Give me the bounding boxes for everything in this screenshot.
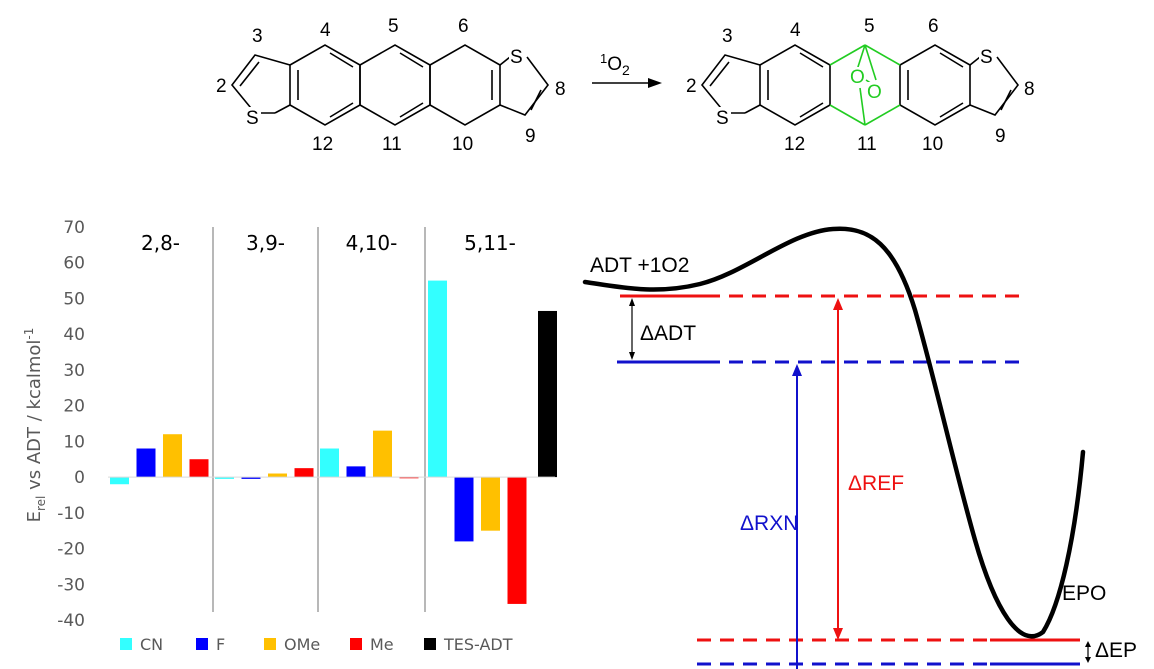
atom-number-left: 12 — [312, 134, 333, 155]
legend-swatch — [264, 638, 276, 650]
sulfur-atom: S — [980, 47, 993, 68]
label-start: ADT +1O2 — [590, 254, 689, 277]
reaction-scheme — [230, 44, 1020, 126]
atom-number-right: 3 — [722, 26, 733, 47]
y-tick-label: -20 — [57, 540, 85, 560]
atom-number-right: 6 — [928, 16, 939, 37]
legend-label: CN — [140, 635, 163, 654]
bar-ome — [163, 434, 182, 478]
bar-me — [399, 477, 419, 479]
scheme-labels: 3 4 5 6 2 8 9 10 11 12 3 4 5 6 2 8 9 10 11 12 S S S S OO 1O2 — [216, 16, 1035, 155]
y-tick-label: 20 — [63, 397, 85, 417]
bar-f — [241, 477, 261, 479]
label-delta-ref: ΔREF — [848, 472, 904, 495]
label-delta-adt: ΔADT — [640, 322, 696, 345]
legend-label: Me — [370, 635, 394, 654]
adt-molecule — [230, 44, 550, 126]
label-epo: EPO — [1062, 582, 1106, 605]
bar-ome — [481, 477, 500, 531]
atom-number-right: 11 — [857, 134, 877, 155]
legend-label: F — [216, 635, 225, 654]
oxygen-atom: O — [850, 67, 865, 88]
bar-cn — [215, 477, 234, 479]
bar-me — [189, 459, 209, 478]
y-tick-label: 30 — [63, 361, 85, 381]
atom-number-left: 8 — [555, 79, 566, 100]
atom-number-left: 6 — [458, 16, 469, 37]
legend-swatch — [350, 638, 362, 650]
atom-number-right: 10 — [922, 134, 943, 155]
label-delta-rxn: ΔRXN — [740, 512, 798, 535]
epo-molecule — [700, 44, 1020, 126]
atom-number-left: 5 — [388, 16, 399, 37]
y-tick-label: 70 — [63, 218, 85, 238]
y-tick-label: 60 — [63, 254, 85, 274]
energy-profile-curve — [582, 226, 1086, 639]
legend-swatch — [120, 638, 132, 650]
atom-number-right: 4 — [790, 20, 801, 41]
atom-number-left: 2 — [216, 76, 227, 97]
label-delta-ep: ΔEP — [1095, 639, 1137, 662]
reagent-label: 1O2 — [600, 51, 630, 78]
bar-f — [454, 477, 474, 542]
atom-number-right: 12 — [784, 134, 805, 155]
y-tick-label: -10 — [57, 504, 85, 524]
y-tick-label: 0 — [74, 468, 85, 488]
atom-number-left: 3 — [252, 26, 263, 47]
atom-number-right: 5 — [864, 16, 875, 37]
atom-number-right: 9 — [995, 126, 1006, 147]
group-label: 2,8- — [141, 231, 180, 255]
legend-swatch — [424, 638, 436, 650]
bar-me — [507, 477, 527, 604]
y-tick-label: -30 — [57, 575, 85, 595]
atom-number-right: 8 — [1024, 79, 1035, 100]
sulfur-atom: S — [246, 108, 259, 129]
group-label: 5,11- — [464, 231, 516, 255]
atom-number-right: 2 — [686, 76, 697, 97]
y-tick-label: -40 — [57, 611, 85, 631]
legend-swatch — [196, 638, 208, 650]
bar-chart: 70 60 50 40 30 20 10 0 -10 -20 -30 -40 2,8- 3,9- 4,10-… — [22, 218, 557, 654]
sulfur-atom: S — [716, 108, 729, 129]
oxygen-atom: O — [867, 82, 882, 103]
bar-f — [136, 448, 156, 478]
bar-ome — [373, 430, 392, 478]
atom-number-left: 9 — [525, 126, 536, 147]
group-label: 4,10- — [346, 231, 398, 255]
atom-number-left: 4 — [320, 20, 331, 41]
bar-tes-adt — [538, 310, 557, 478]
group-label: 3,9- — [246, 231, 285, 255]
bar-cn — [428, 280, 447, 478]
bar-f — [346, 466, 366, 478]
bar-me — [294, 468, 314, 478]
atom-number-left: 11 — [382, 134, 402, 155]
y-tick-label: 10 — [63, 432, 85, 452]
bar-ome — [268, 473, 287, 478]
bar-cn — [110, 477, 129, 485]
legend-label: OMe — [284, 635, 320, 654]
bar-cn — [320, 448, 339, 478]
sulfur-atom: S — [510, 47, 523, 68]
legend-label: TES-ADT — [443, 635, 513, 654]
atom-number-left: 10 — [452, 134, 473, 155]
y-tick-label: 50 — [63, 289, 85, 309]
y-axis-label: Erel vs ADT / kcalmol-1 — [22, 328, 48, 523]
y-tick-label: 40 — [63, 325, 85, 345]
